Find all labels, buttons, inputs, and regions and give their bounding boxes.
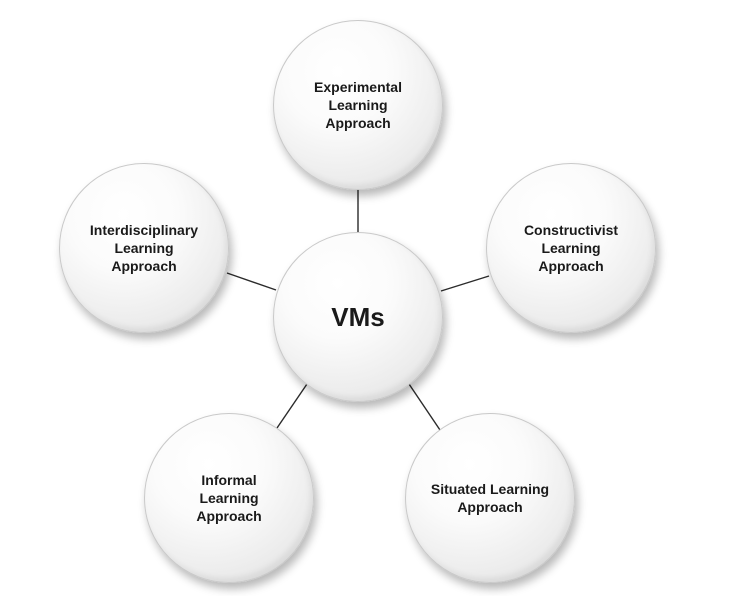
node-center-label: VMs	[331, 302, 385, 332]
node-situated-learning-label: Situated Learning Approach	[430, 481, 550, 515]
connector-bottom-right	[408, 383, 441, 431]
node-interdisciplinary-learning: Interdisciplinary Learning Approach	[59, 163, 229, 333]
node-constructivist-learning-label: Constructivist Learning Approach	[523, 222, 619, 274]
node-constructivist-learning: Constructivist Learning Approach	[486, 163, 656, 333]
node-center-vms: VMs	[273, 232, 443, 402]
node-informal-learning-label: Informal Learning Approach	[196, 472, 262, 524]
connector-right	[440, 275, 490, 292]
node-experimental-learning: Experimental Learning Approach	[273, 20, 443, 190]
connector-bottom-left	[276, 383, 308, 429]
node-interdisciplinary-learning-label: Interdisciplinary Learning Approach	[89, 222, 199, 274]
connector-left	[226, 272, 277, 291]
node-experimental-learning-label: Experimental Learning Approach	[314, 79, 402, 131]
node-informal-learning: Informal Learning Approach	[144, 413, 314, 583]
node-situated-learning: Situated Learning Approach	[405, 413, 575, 583]
